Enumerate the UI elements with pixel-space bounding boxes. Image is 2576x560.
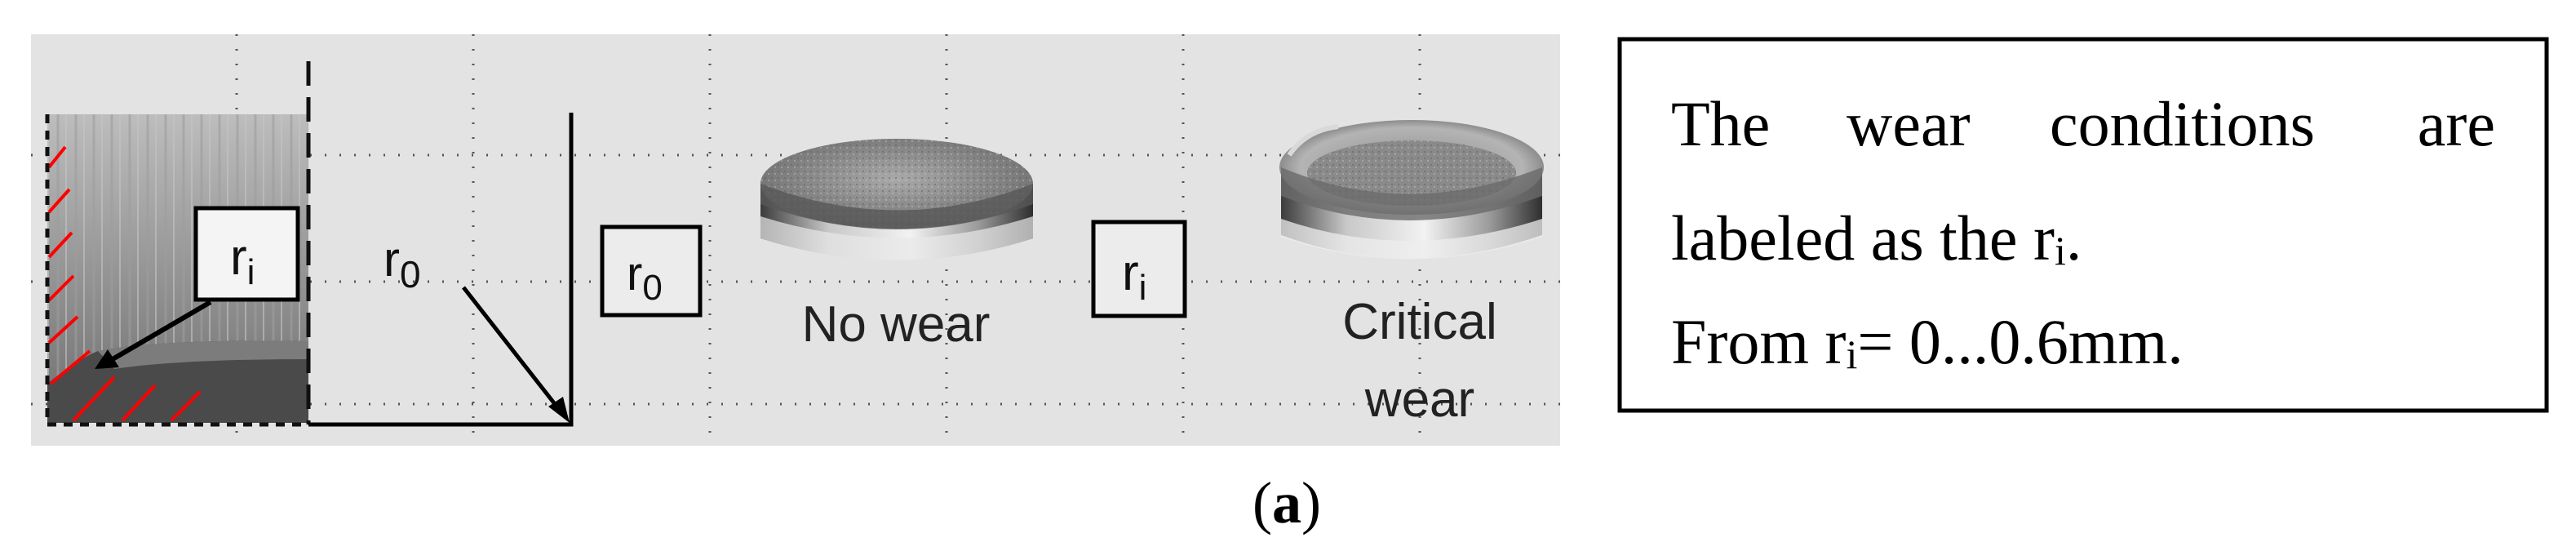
hatch-stroke: [47, 231, 73, 259]
critical-wear-label-line2: wear: [1364, 371, 1474, 428]
note-word-wear: wear: [1847, 88, 1971, 159]
hatch-stroke: [72, 376, 116, 422]
wear-hatch: [47, 145, 202, 422]
hatch-stroke: [47, 315, 79, 344]
r0-arrow-shaft: [462, 286, 556, 406]
hatch-stroke: [49, 349, 91, 385]
ri-arrow-head: [95, 349, 119, 369]
ri-label-box: [193, 206, 300, 302]
ri-box: [1091, 220, 1187, 318]
critical-wear-disk-image: [1279, 120, 1544, 260]
no-wear-label: No wear: [802, 296, 991, 353]
note-line1: The wear conditions are: [1671, 88, 2495, 159]
dashed-corner-frame: [45, 114, 308, 427]
r0-box: [600, 224, 703, 318]
ri-label: ri: [230, 229, 255, 292]
note-line3: From ri= 0...0.6mm.: [1671, 306, 2184, 377]
r0-corner-diagram: [308, 113, 574, 427]
figure-caption: (a): [1253, 470, 1321, 536]
note-word-are: are: [2418, 88, 2495, 159]
note-word-conditions: conditions: [2050, 88, 2315, 159]
hatch-stroke: [47, 188, 71, 214]
note-word-the: The: [1671, 88, 1770, 159]
hatch-stroke: [47, 274, 75, 302]
no-wear-disk-image: [760, 139, 1033, 260]
hatch-stroke: [47, 145, 67, 169]
ri-arrow-shaft: [111, 300, 212, 362]
critical-wear-label-line1: Critical: [1342, 294, 1496, 350]
note-box: [1617, 37, 2549, 413]
ri-box-label: ri: [1122, 245, 1146, 308]
hatch-stroke: [121, 384, 157, 422]
r0-box-label: r0: [627, 247, 663, 308]
r0-label: r0: [384, 232, 421, 296]
note-line2: labeled as the ri.: [1671, 202, 2082, 273]
r0-arrow-head: [548, 397, 570, 423]
hatch-stroke: [170, 390, 202, 422]
